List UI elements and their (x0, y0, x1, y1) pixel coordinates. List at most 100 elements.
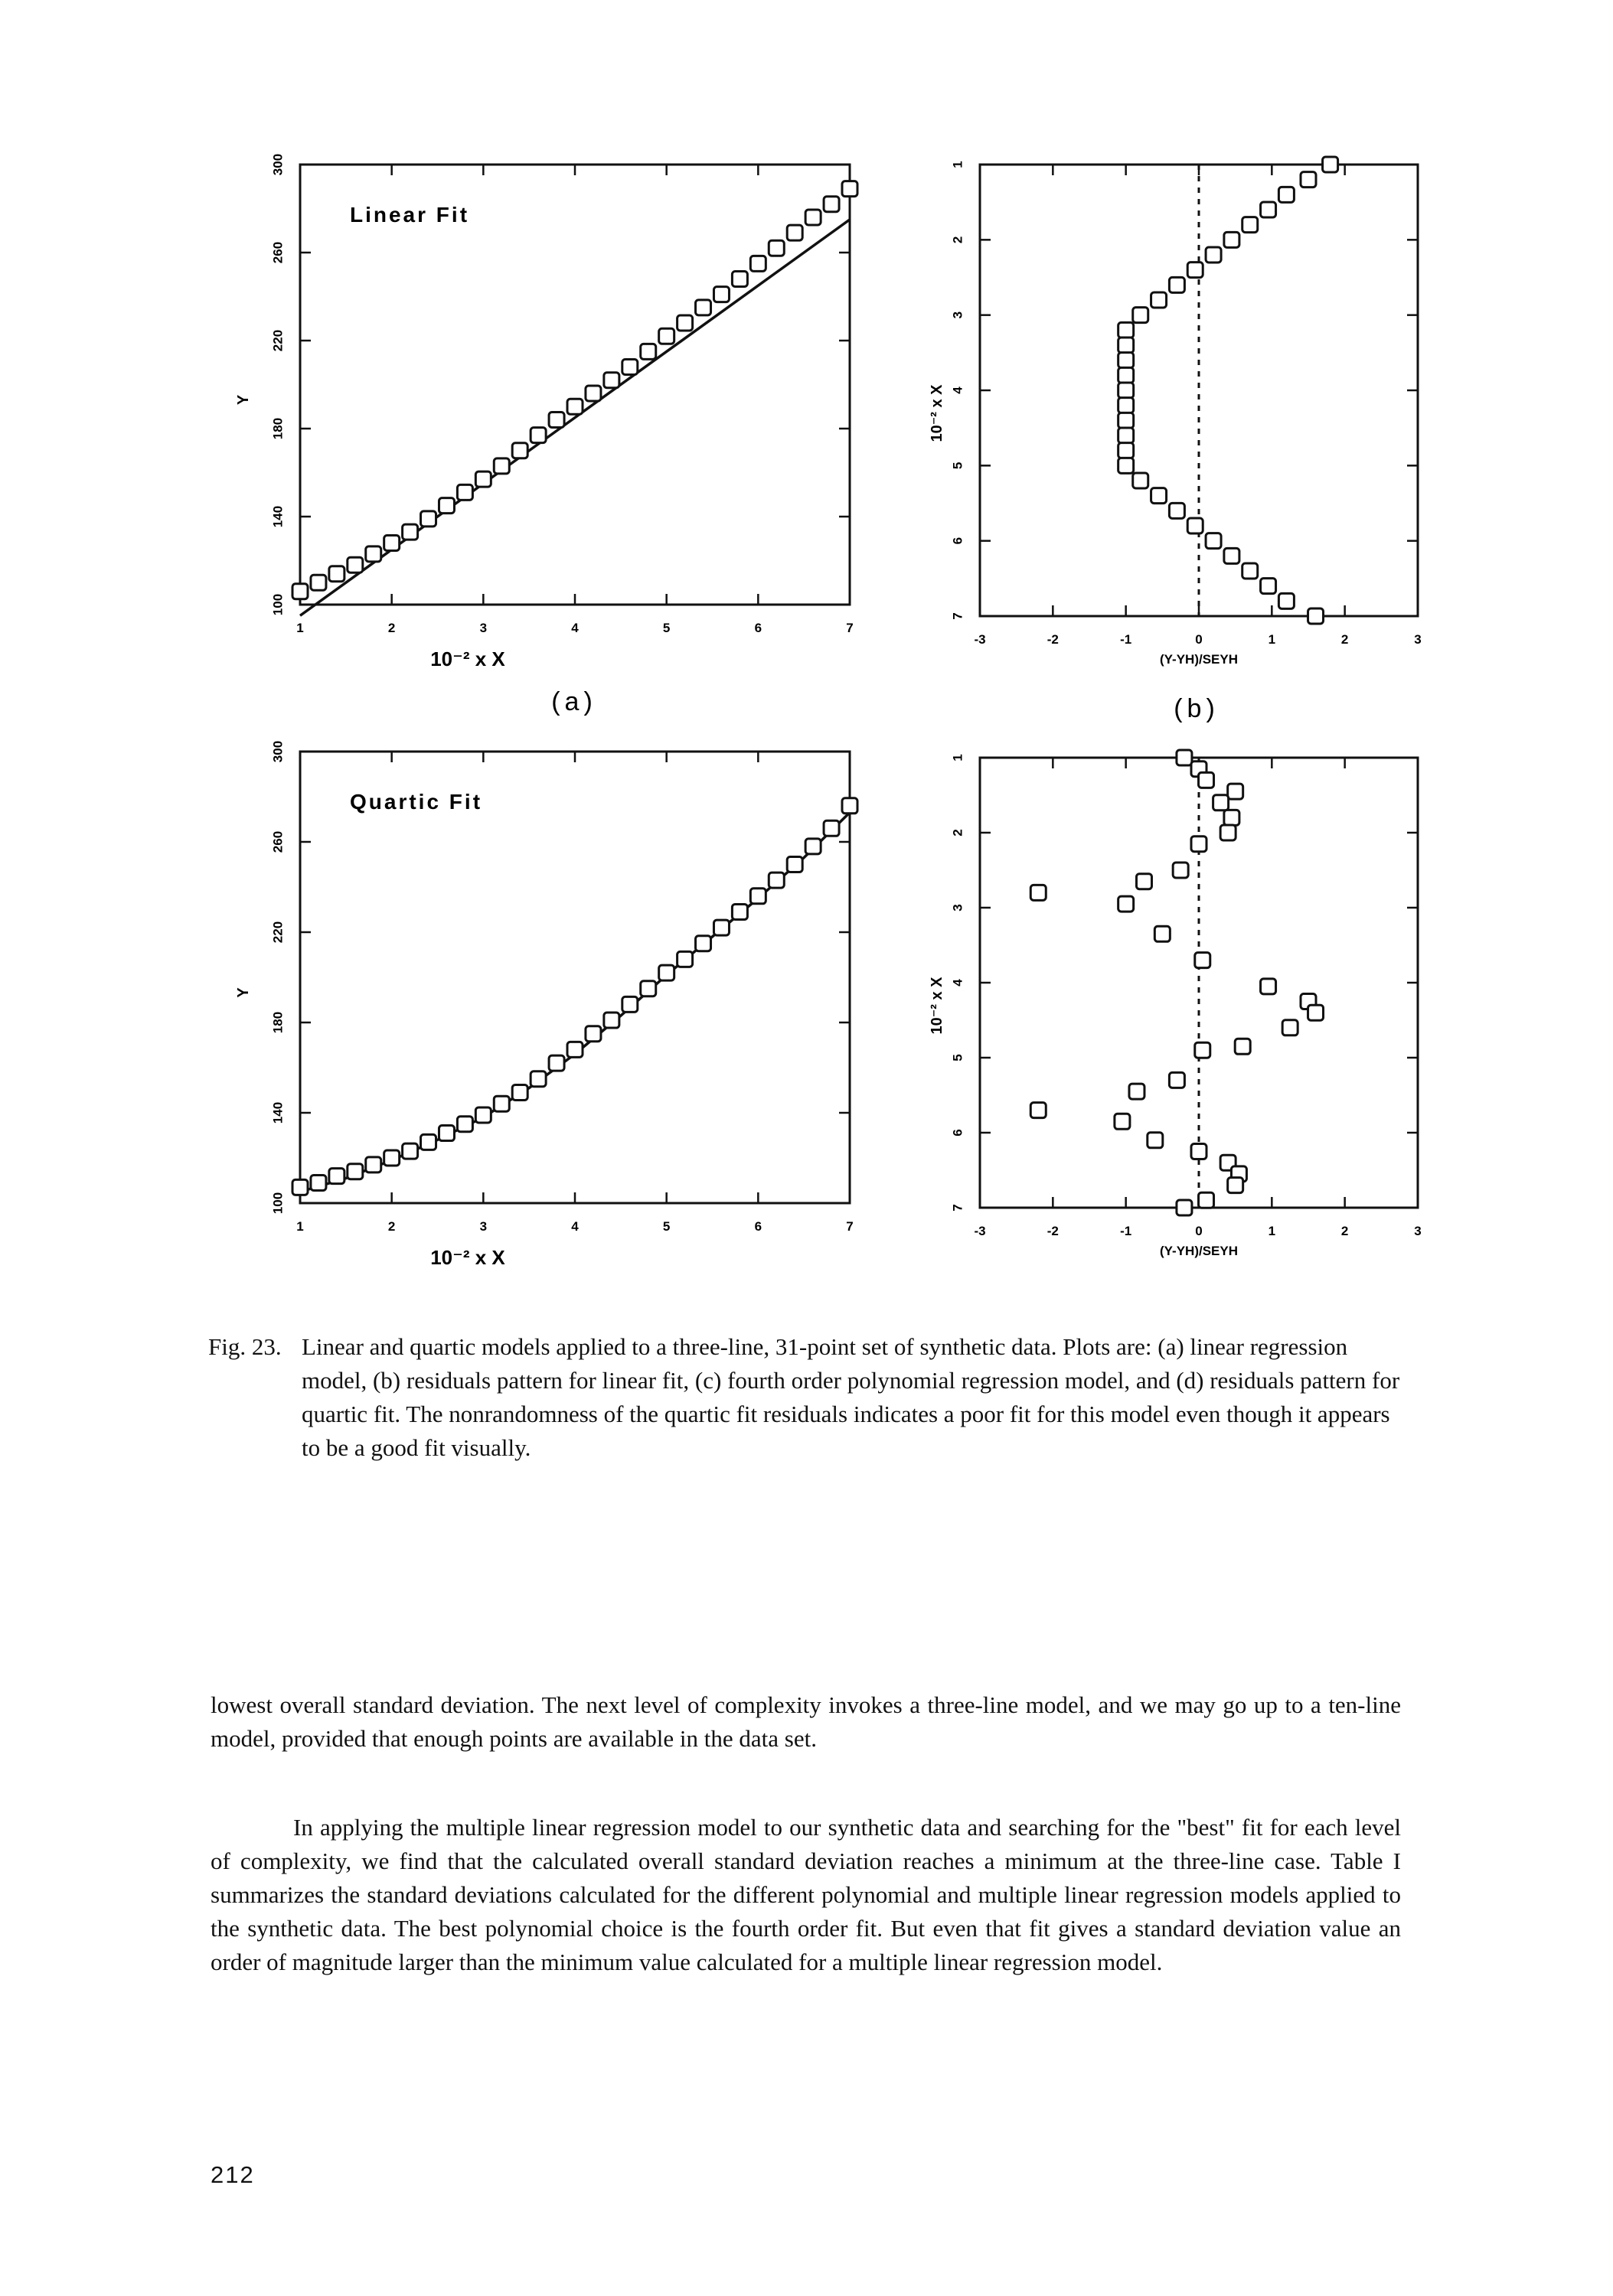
panel-b-data-point (1167, 276, 1186, 294)
panel-d-data-point (1226, 782, 1245, 801)
panel-a-inset-title: Linear Fit (350, 203, 469, 227)
panel-c-data-point (676, 950, 694, 968)
panel-a-data-point (291, 582, 309, 601)
panel-d-data-point (1175, 1199, 1193, 1217)
panel-a-data-point (364, 545, 383, 563)
panel-b-xtick-label: 1 (1269, 632, 1275, 647)
panel-d-xtick-label: -2 (1047, 1224, 1059, 1238)
panel-c-ytick-label: 300 (270, 741, 285, 762)
panel-b-data-point (1299, 171, 1318, 189)
panel-a-data-point (420, 510, 438, 528)
panel-c-data-point (437, 1124, 455, 1143)
panel-a-data-point (749, 254, 767, 272)
panel-c-data-point (767, 871, 785, 889)
panel-b-xtick-label: -2 (1047, 632, 1059, 647)
panel-c-data-point (383, 1149, 401, 1167)
panel-a-data-point (621, 358, 639, 376)
panel-b-xtick-label: 2 (1341, 632, 1348, 647)
panel-a-data-point (455, 483, 474, 501)
panel-b-label: (b) (1174, 694, 1220, 723)
panel-a-data-point (401, 523, 420, 541)
panel-b-data-point (1117, 351, 1135, 370)
panel-a-data-point (730, 270, 749, 288)
panel-a-xlabel: 10⁻² x X (430, 647, 505, 670)
panel-a-data-point (712, 285, 730, 304)
panel-b-data-point (1167, 501, 1186, 520)
panel-d-data-point (1193, 1041, 1212, 1059)
panel-a-data-point (511, 442, 529, 460)
panel-d-xtick-label: 0 (1195, 1224, 1202, 1238)
panel-a-xtick-label: 5 (663, 621, 670, 635)
panel-a-xtick-label: 4 (571, 621, 579, 635)
panel-b-data-point (1117, 396, 1135, 415)
panel-a-data-point (474, 470, 492, 488)
panel-a-data-point (383, 534, 401, 552)
panel-a-data-point (328, 565, 346, 583)
panel-a-data-point (767, 239, 785, 257)
panel-b-data-point (1223, 230, 1241, 249)
panel-a-ytick-label: 300 (270, 154, 285, 175)
panel-d-data-point (1197, 771, 1216, 789)
panel-a-data-point (658, 327, 676, 345)
panel-c-fit-line (299, 811, 851, 1193)
panel-d-data-point (1167, 1071, 1186, 1089)
panel-d-data-point (1117, 895, 1135, 913)
panel-b-data-point (1131, 471, 1150, 490)
panel-c-data-point (566, 1040, 584, 1058)
panel-a-data-point (309, 573, 328, 592)
panel-b-ylabel: 10⁻² x X (929, 384, 945, 442)
panel-d-data-point (1171, 861, 1190, 879)
panel-d-xlabel: (Y-YH)/SEYH (1160, 1244, 1238, 1258)
panel-b-data-point (1186, 517, 1204, 535)
panel-a-data-point (841, 180, 859, 198)
panel-d-xtick-label: 1 (1269, 1224, 1275, 1238)
panel-a-ytick-label: 100 (270, 594, 285, 615)
panel-c-xtick-label: 3 (480, 1219, 487, 1234)
panel-d-xtick-label: -3 (974, 1224, 985, 1238)
panel-d-ytick-label: 7 (950, 1204, 965, 1211)
panel-b-data-point (1117, 336, 1135, 354)
panel-d-ylabel: 10⁻² x X (929, 977, 945, 1035)
panel-c-ytick-label: 100 (270, 1192, 285, 1214)
panel-a-xtick-label: 3 (480, 621, 487, 635)
panel-c-data-point (841, 797, 859, 815)
panel-b-data-point (1117, 366, 1135, 384)
panel-d-data-point (1175, 748, 1193, 767)
panel-d-data-point (1190, 835, 1208, 853)
panel-b-ytick-label: 4 (950, 386, 965, 394)
caption-lead: Fig. 23. (208, 1333, 282, 1360)
panel-d-data-point (1226, 1176, 1245, 1195)
panel-c-xlabel: 10⁻² x X (430, 1246, 505, 1269)
panel-c-data-point (822, 819, 841, 837)
panel-b-xlabel: (Y-YH)/SEYH (1160, 652, 1238, 667)
panel-a-xtick-label: 2 (388, 621, 395, 635)
panel-d-ytick-label: 4 (950, 979, 965, 987)
panel-b-data-point (1321, 155, 1340, 174)
panel-c-data-point (364, 1156, 383, 1174)
panel-c-xtick-label: 7 (846, 1219, 853, 1234)
panel-b-xtick-label: -3 (974, 632, 985, 647)
panel-a-data-point (639, 342, 658, 360)
panel-a-label: (a) (551, 687, 597, 716)
panel-c-data-point (712, 918, 730, 937)
panel-d-data-point (1197, 1191, 1216, 1209)
panel-c-xtick-label: 5 (663, 1219, 670, 1234)
panel-c-inset-title: Quartic Fit (350, 790, 482, 814)
panel-a-data-point (492, 457, 511, 475)
panel-b-ytick-label: 6 (950, 537, 965, 544)
panel-a-frame (299, 163, 851, 606)
panel-a-ylabel: Y (235, 394, 252, 405)
panel-c-data-point (511, 1083, 529, 1101)
panel-c-data-point (785, 856, 804, 873)
panel-b-xtick-label: -1 (1120, 632, 1131, 647)
panel-c-ylabel: Y (235, 987, 252, 998)
panel-b-data-point (1277, 592, 1295, 610)
panel-a-data-point (694, 298, 713, 317)
panel-c-data-point (730, 902, 749, 921)
panel-b-data-point (1223, 546, 1241, 565)
panel-d-xtick-label: 2 (1341, 1224, 1348, 1238)
caption-text: Linear and quartic models applied to a t… (302, 1333, 1400, 1461)
panel-b-data-point (1241, 562, 1259, 580)
panel-a-data-point (437, 497, 455, 515)
panel-a-ytick-label: 180 (270, 418, 285, 439)
